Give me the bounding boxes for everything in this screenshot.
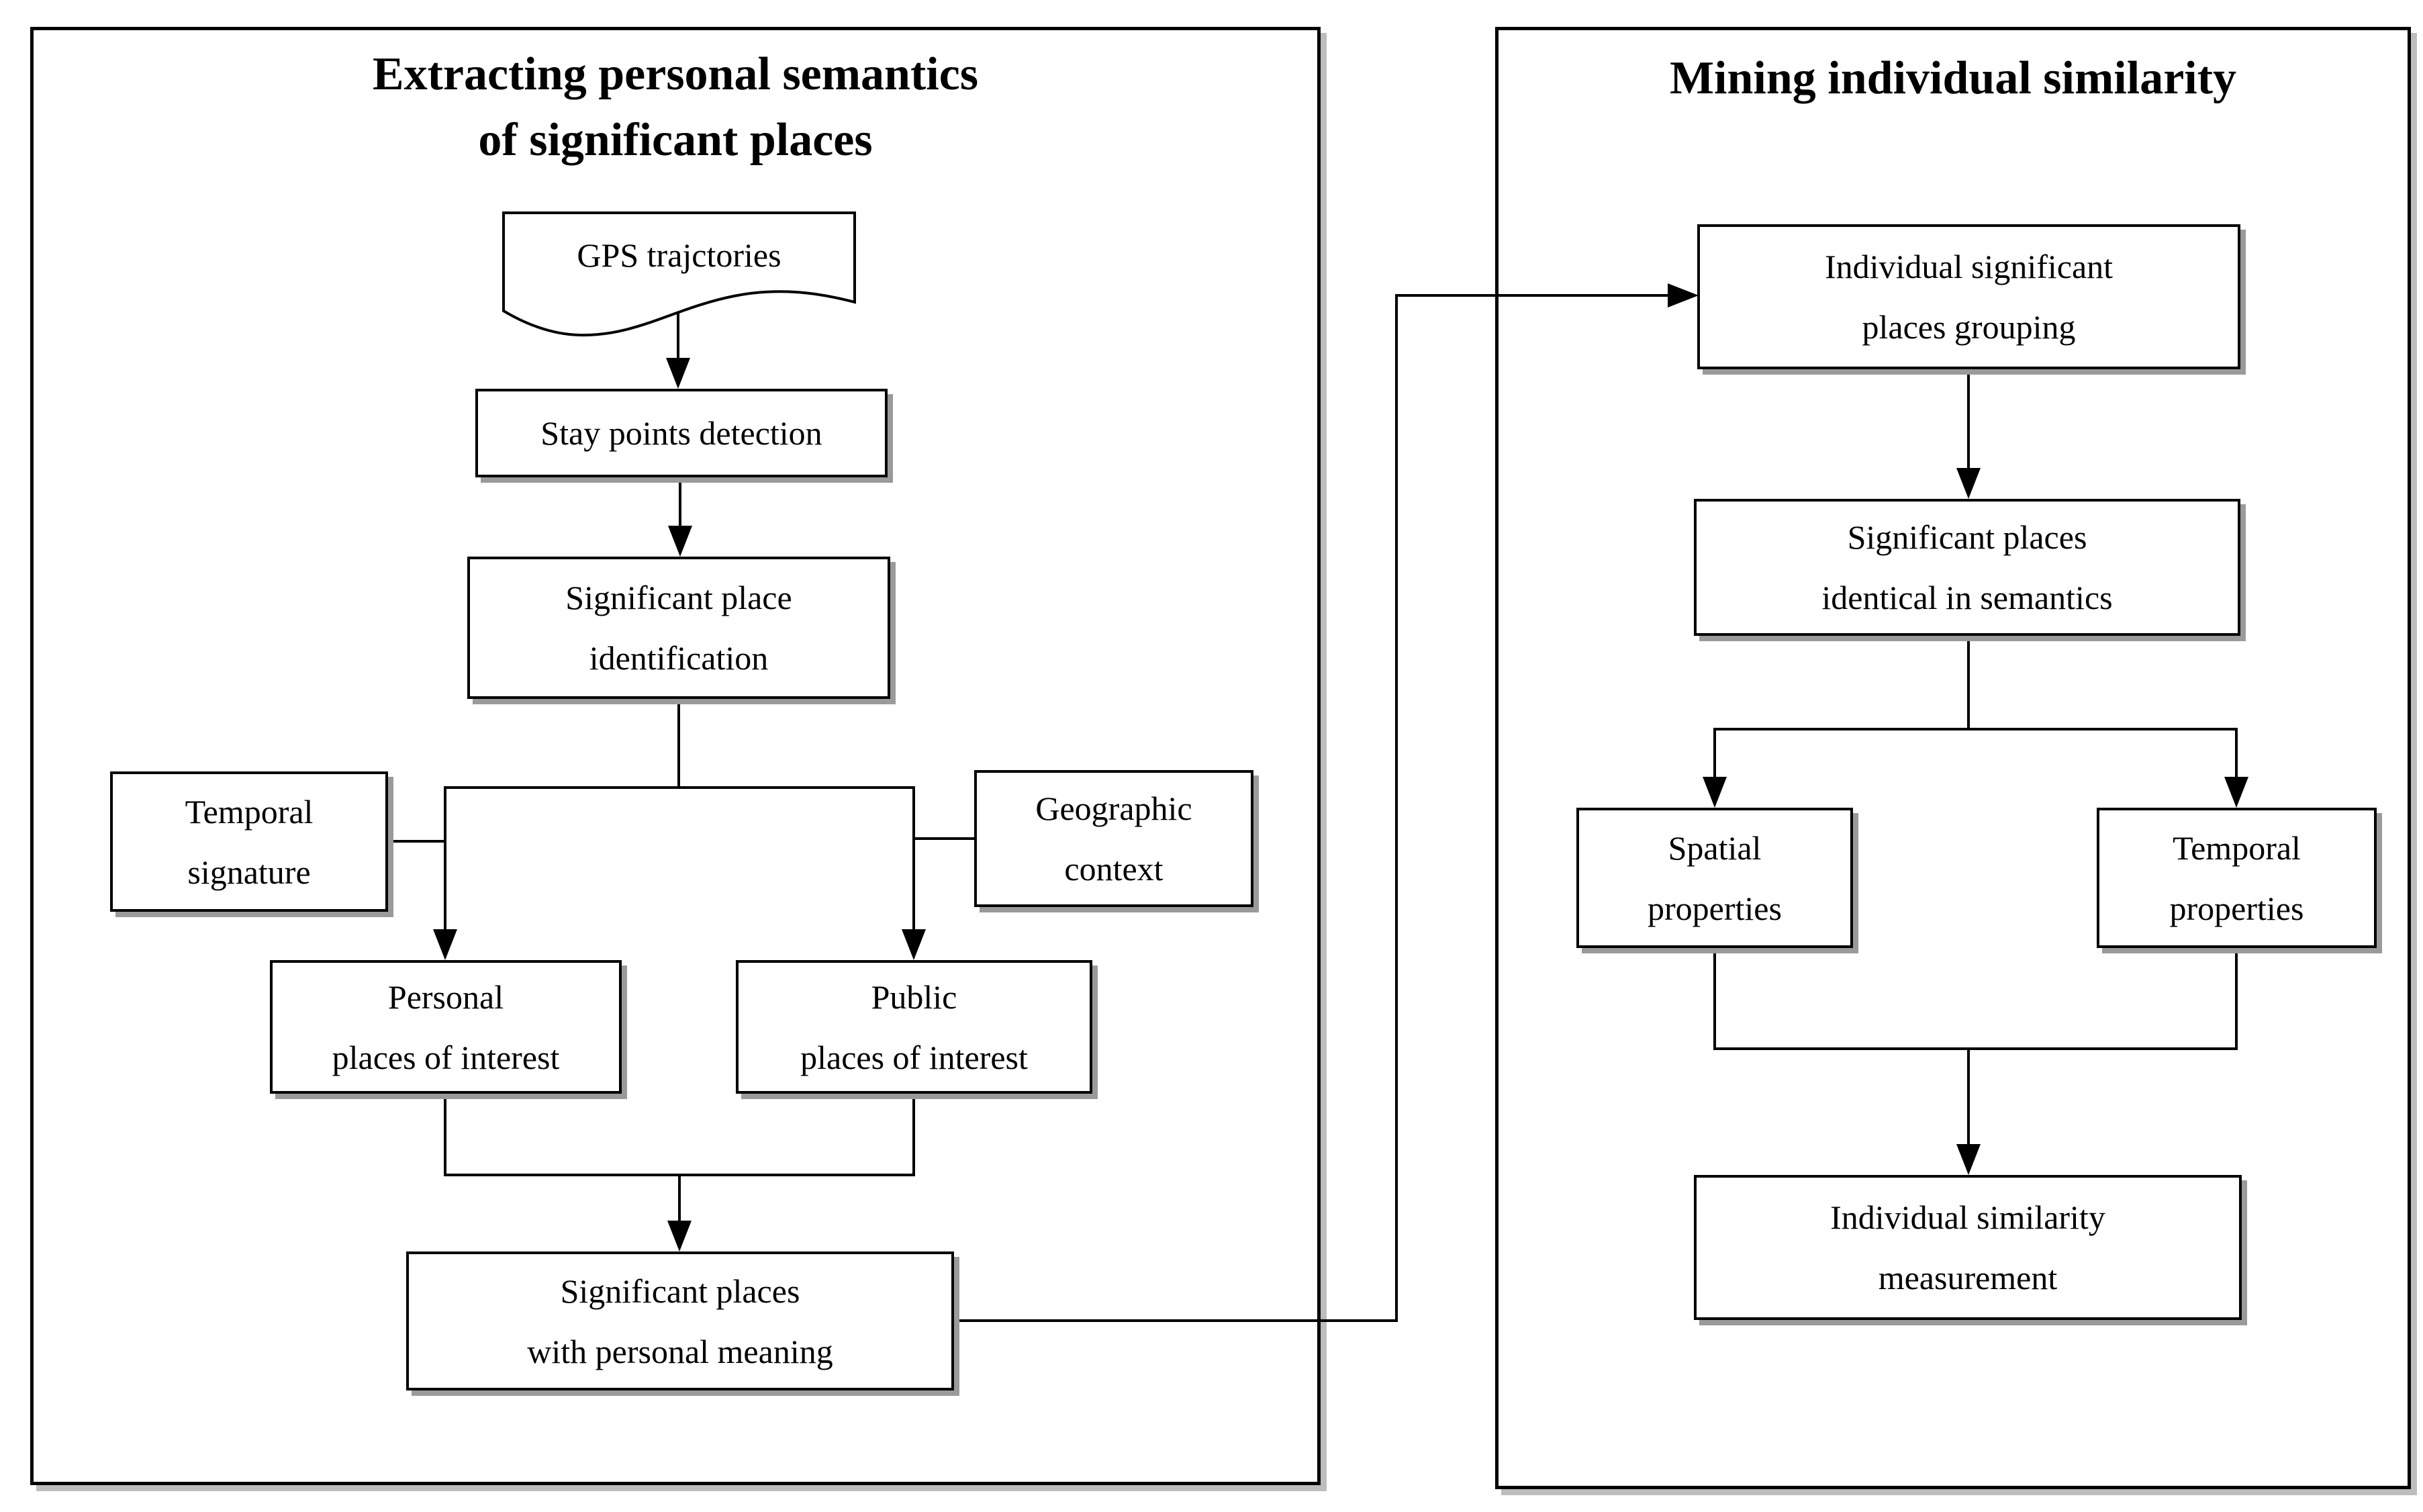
arrowhead-to-measurement: [1956, 1144, 1981, 1175]
personal-places-of-interest-node: Personal places of interest: [270, 960, 622, 1094]
edge-branch-to-public: [912, 786, 915, 931]
individual-places-grouping-node: Individual significant places grouping: [1697, 224, 2240, 369]
spatial-properties-node: Spatial properties: [1576, 808, 1853, 948]
gps-trajectories-node: GPS trajctories: [577, 236, 781, 274]
geographic-context-node: Geographic context: [974, 770, 1253, 907]
public-places-of-interest-node: Public places of interest: [736, 960, 1092, 1094]
temporal-properties-node: Temporal properties: [2097, 808, 2377, 948]
edge-cross-panel-top: [1395, 294, 1669, 297]
edge-branch-to-spatial: [1713, 728, 1716, 778]
edge-spatial-down: [1713, 948, 1716, 1049]
edge-right-merge-horizontal: [1713, 1047, 2238, 1050]
edge-cross-panel-bottom: [953, 1319, 1398, 1322]
arrowhead-to-identical: [1956, 468, 1981, 499]
edge-temporal-signature-connector: [388, 840, 445, 843]
edge-temporal-properties-down: [2235, 948, 2238, 1049]
edge-stay-to-identification: [679, 477, 681, 527]
edge-personal-down: [444, 1094, 446, 1175]
edge-merge-to-measurement: [1967, 1049, 1970, 1144]
right-panel-title: Mining individual similarity: [1669, 52, 2237, 104]
edge-identical-to-branch: [1967, 636, 1970, 730]
arrowhead-stay-to-identification: [668, 526, 692, 557]
left-panel-title: Extracting personal semantics of signifi…: [372, 48, 979, 166]
arrowhead-to-grouping: [1668, 283, 1699, 308]
edge-branch-to-personal: [444, 786, 446, 931]
arrowhead-to-public: [902, 929, 926, 960]
arrowhead-gps-to-stay: [666, 358, 690, 389]
temporal-signature-node: Temporal signature: [110, 771, 388, 912]
edge-merge-to-meaning: [678, 1175, 681, 1222]
edge-public-down: [912, 1094, 915, 1175]
edge-cross-panel-vertical: [1395, 294, 1398, 1322]
individual-similarity-measurement-node: Individual similarity measurement: [1694, 1175, 2242, 1320]
arrowhead-to-temporal-properties: [2224, 777, 2248, 808]
edge-identification-to-branch: [677, 699, 680, 789]
document-shape-gps-trajectories: [502, 211, 856, 337]
edge-branch-horizontal: [444, 786, 915, 789]
arrowhead-to-meaning: [667, 1221, 692, 1251]
stay-points-detection-node: Stay points detection: [475, 389, 888, 477]
edge-branch-to-temporal-properties: [2235, 728, 2238, 778]
identical-in-semantics-node: Significant places identical in semantic…: [1694, 499, 2240, 636]
edge-right-branch-horizontal: [1713, 728, 2238, 730]
significant-place-identification-node: Significant place identification: [467, 557, 890, 699]
significant-places-personal-meaning-node: Significant places with personal meaning: [406, 1251, 954, 1390]
edge-grouping-to-identical: [1967, 370, 1970, 469]
arrowhead-to-spatial: [1703, 777, 1727, 808]
edge-gps-to-stay: [677, 308, 679, 361]
edge-geographic-context-connector: [915, 837, 974, 840]
arrowhead-to-personal: [433, 929, 457, 960]
